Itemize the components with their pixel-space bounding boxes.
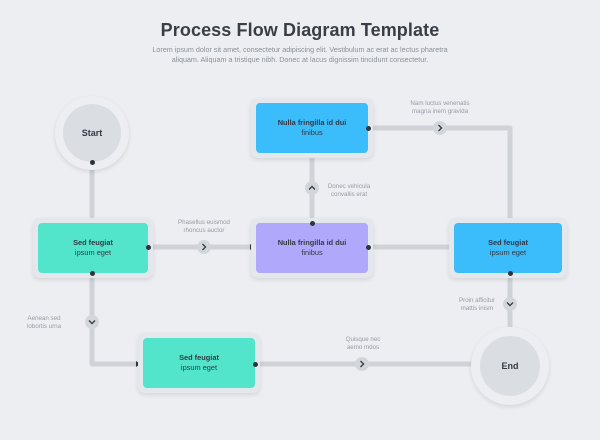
end-node-inner: End (480, 336, 540, 396)
subtitle-line-2: aliquam. Aliquam a tristique nibh. Donec… (171, 55, 429, 64)
step-bottom-sub: ipsum eget (180, 363, 218, 372)
chevron-down-icon (503, 297, 517, 311)
chevron-right-icon (355, 357, 369, 371)
dot-center-right (365, 244, 371, 250)
dot-top-right (365, 125, 371, 131)
step-left-title: Sed feugiat (73, 238, 113, 247)
dot-center-top (309, 220, 315, 226)
step-top-sub: finibus (301, 128, 323, 137)
chevron-right-icon (433, 121, 447, 135)
annotation-line: Nam luctus venenatis (410, 100, 470, 107)
annotation-line: rhoncus auctor (183, 227, 225, 234)
dot-right-bottom (507, 270, 513, 276)
step-right-card[interactable]: Sed feugiat ipsum eget (449, 218, 567, 278)
step-right-sub: ipsum eget (489, 248, 527, 257)
annotation-line: mattis inism (460, 305, 494, 312)
annotation-left-down: Aenean sed lobortis urna (14, 315, 74, 331)
step-center-sub: finibus (301, 248, 323, 257)
dot-start-bottom (89, 159, 95, 165)
annotation-line: convallis erat (330, 191, 368, 198)
dot-left-bottom (89, 270, 95, 276)
start-node-inner: Start (63, 104, 121, 162)
annotation-line: Aenean sed (27, 315, 61, 322)
step-right-title: Sed feugiat (488, 238, 528, 247)
chevron-up-icon (305, 181, 319, 195)
step-top-card[interactable]: Nulla fringilla id dui finibus (251, 98, 373, 158)
subtitle-line-1: Lorem ipsum dolor sit amet, consectetur … (152, 45, 448, 54)
annotation-line: Proin afficitur (459, 297, 495, 304)
annotation-bottom: Quisque nec aemo mdos (318, 336, 408, 352)
step-right-box: Sed feugiat ipsum eget (454, 223, 562, 273)
step-left-card[interactable]: Sed feugiat ipsum eget (33, 218, 153, 278)
start-label: Start (81, 128, 103, 138)
annotation-line: magna inem gravida (411, 108, 469, 115)
step-top-title: Nulla fringilla id dui (277, 118, 347, 127)
start-node[interactable]: Start (55, 96, 129, 170)
page-subtitle: Lorem ipsum dolor sit amet, consectetur … (110, 45, 490, 65)
annotation-right-down: Proin afficitur mattis inism (432, 297, 522, 313)
annotation-top-right: Nam luctus venenatis magna inem gravida (395, 100, 485, 116)
step-bottom-card[interactable]: Sed feugiat ipsum eget (138, 333, 260, 393)
connector-left-to-bottom (89, 275, 141, 367)
dot-left-right (145, 244, 151, 250)
step-center-box: Nulla fringilla id dui finibus (256, 223, 368, 273)
step-center-title: Nulla fringilla id dui (277, 238, 347, 247)
chevron-right-icon (197, 240, 211, 254)
step-center-card[interactable]: Nulla fringilla id dui finibus (251, 218, 373, 278)
annotation-middle-up: Donec vehicula convallis erat (304, 183, 394, 199)
dot-bottom-right (252, 361, 258, 367)
annotation-line: lobortis urna (26, 323, 62, 330)
step-left-box: Sed feugiat ipsum eget (38, 223, 148, 273)
step-left-sub: ipsum eget (74, 248, 112, 257)
annotation-line: Quisque nec (345, 336, 381, 343)
step-top-box: Nulla fringilla id dui finibus (256, 103, 368, 153)
end-node[interactable]: End (471, 327, 549, 405)
connector-top-to-right (365, 125, 513, 221)
chevron-down-icon (85, 315, 99, 329)
annotation-line: Phasellus euismod (178, 219, 230, 226)
page-title: Process Flow Diagram Template (160, 20, 440, 40)
annotation-left-middle: Phasellus euismod rhoncus auctor (159, 219, 249, 235)
annotation-line: Donec vehicula (327, 183, 371, 190)
step-bottom-box: Sed feugiat ipsum eget (143, 338, 255, 388)
step-bottom-title: Sed feugiat (179, 353, 219, 362)
annotation-line: aemo mdos (346, 344, 380, 351)
end-label: End (501, 361, 519, 371)
